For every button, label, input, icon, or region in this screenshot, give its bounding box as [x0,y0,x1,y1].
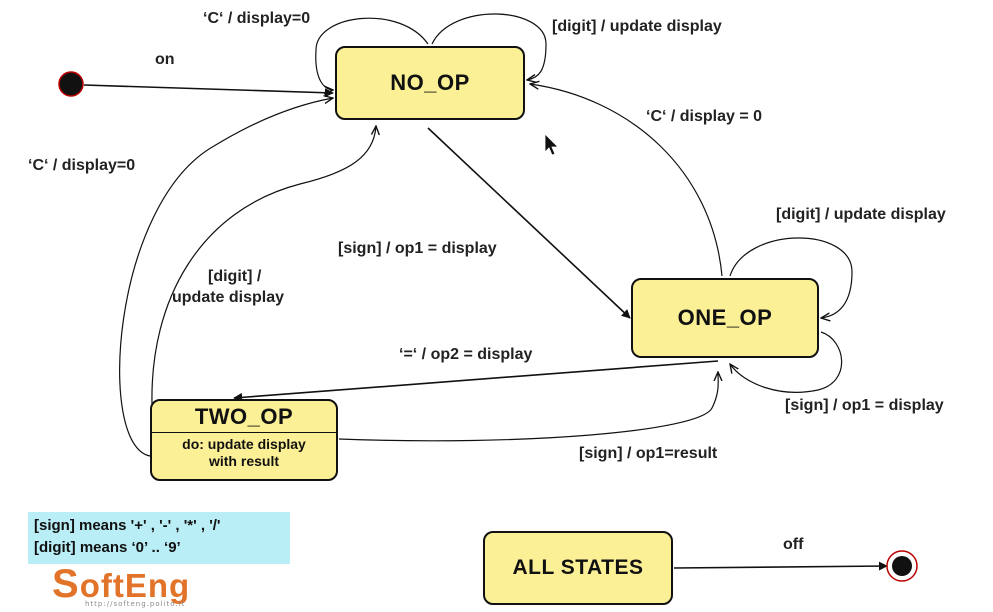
transition-oneop-digit-self [729,237,853,318]
legend-sign: [sign] means '+' , '-' , '*' , '/' [34,517,221,534]
transition-twoop-digit [151,126,376,405]
state-two-op: TWO_OP do: update display with result [150,399,338,481]
state-activity: do: update display with result [152,433,336,470]
transition-on [83,84,334,98]
softeng-logo: SoftEng http://softeng.polito.it [52,562,262,612]
transition-off [673,561,888,571]
transition-twoop-clear [119,98,333,457]
mouse-cursor-icon [544,133,559,156]
state-one-op: ONE_OP [631,278,819,358]
label-noop-clear-self: ‘C‘ / display=0 [203,10,311,27]
label-noop-digit-self: [digit] / update display [552,18,722,35]
logo-wordmark: SoftEng [52,562,191,606]
logo-url: http://softeng.polito.it [85,600,186,608]
activity-line-2: with result [208,453,279,469]
label-twoop-clear: ‘C‘ / display=0 [28,157,136,174]
label-oneop-to-twoop: ‘=‘ / op2 = display [399,346,533,363]
final-state-dot [892,556,912,576]
label-twoop-digit-2: update display [172,289,285,306]
state-name: NO_OP [390,70,470,95]
state-name: ONE_OP [677,305,773,330]
state-name: TWO_OP [152,401,336,433]
label-noop-to-oneop: [sign] / op1 = display [338,240,497,257]
transition-noop-digit-self [431,13,547,80]
state-all-states: ALL STATES [483,531,673,605]
legend-box: [sign] means '+' , '-' , '*' , '/' [digi… [28,512,290,564]
activity-line-1: do: update display [182,436,306,452]
transition-noop-to-oneop [427,127,631,319]
label-twoop-digit-1: [digit] / [208,268,262,285]
initial-state-dot [59,72,83,96]
transition-twoop-to-oneop [338,372,718,442]
label-oneop-digit-self: [digit] / update display [776,206,946,223]
label-on: on [155,51,175,68]
state-no-op: NO_OP [335,46,525,120]
transition-oneop-clear [530,84,723,277]
transition-oneop-to-twoop [233,360,719,402]
label-twoop-to-oneop: [sign] / op1=result [579,445,718,462]
transition-oneop-sign-self [730,331,843,393]
label-oneop-sign-self: [sign] / op1 = display [785,397,944,414]
state-name: ALL STATES [512,556,644,579]
label-oneop-clear: ‘C‘ / display = 0 [646,108,763,125]
label-off: off [783,536,804,553]
legend-digit: [digit] means ‘0’ .. ‘9’ [34,539,181,556]
transition-noop-clear-self [315,17,429,90]
